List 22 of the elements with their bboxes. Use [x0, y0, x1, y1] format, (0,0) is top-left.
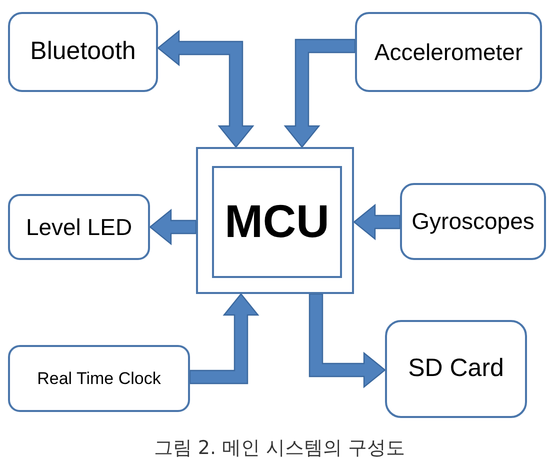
node-label: Real Time Clock: [37, 368, 161, 390]
component-box: [8, 345, 190, 412]
node-label: SD Card: [408, 353, 504, 384]
block-arrow: [157, 30, 254, 148]
component-box: [8, 194, 150, 260]
node-label: Bluetooth: [30, 36, 136, 68]
node-label: Level LED: [26, 212, 132, 242]
figure-caption: 그림 2. 메인 시스템의 구성도: [154, 436, 406, 461]
node-label: Accelerometer: [374, 38, 523, 66]
component-box: [385, 320, 527, 418]
block-arrow: [308, 293, 386, 388]
block-arrow: [284, 38, 356, 148]
block-arrow: [189, 293, 260, 384]
component-box: [8, 12, 158, 92]
component-box: [400, 183, 546, 260]
mcu-box: [212, 166, 342, 278]
outer-frame: [196, 147, 354, 294]
node-label: Gyroscopes: [412, 207, 534, 236]
node-label: MCU: [224, 194, 330, 250]
block-arrow: [149, 208, 197, 246]
block-arrow: [353, 204, 401, 240]
component-box: [355, 12, 542, 92]
